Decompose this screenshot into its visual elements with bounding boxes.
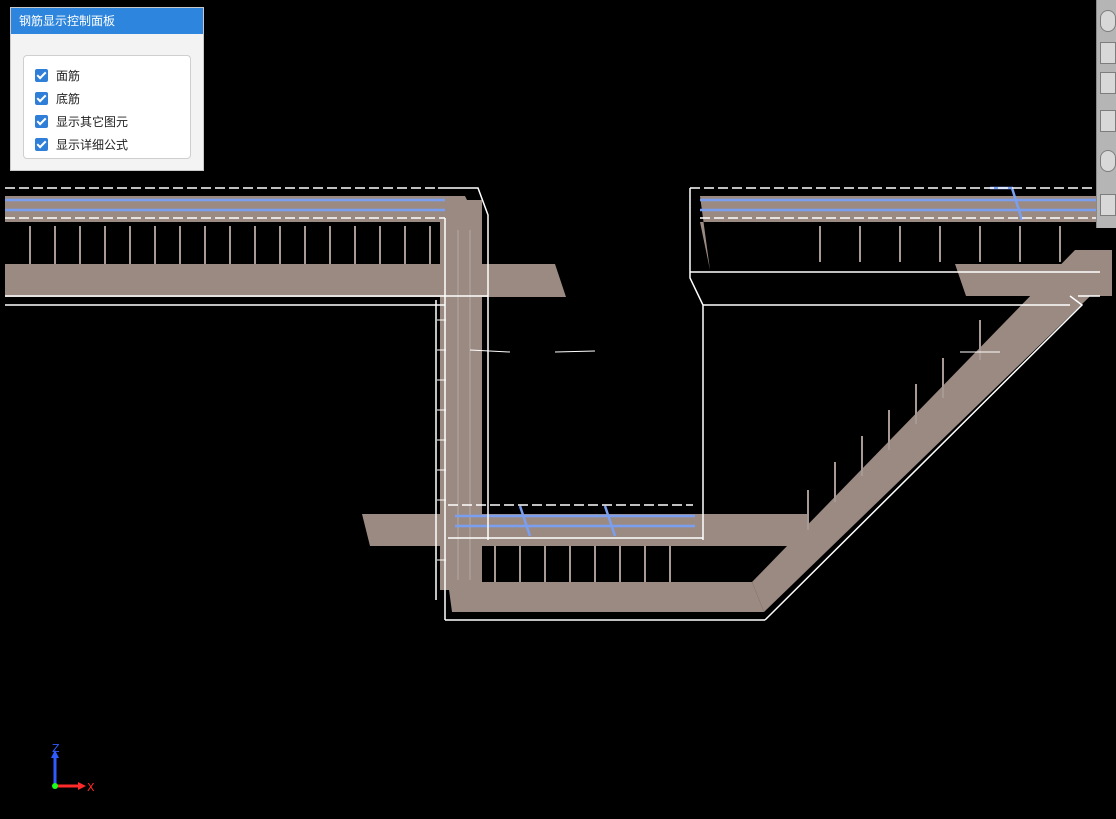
checkbox-checked-icon[interactable] [35,138,48,151]
option-show-other-elements[interactable]: 显示其它图元 [24,110,190,133]
option-bottom-rebar[interactable]: 底筋 [24,87,190,110]
option-label: 显示其它图元 [56,115,129,129]
stirrups [29,226,1061,582]
options-box: 面筋 底筋 显示其它图元 显示详细公式 [23,55,191,159]
z-axis-arrow-icon [51,750,59,758]
grid-icon[interactable] [1100,194,1116,216]
option-label: 面筋 [56,69,81,83]
box-icon[interactable] [1100,110,1116,132]
z-label: Z [52,742,60,755]
checkbox-checked-icon[interactable] [35,115,48,128]
axis-indicator: Z X [44,742,104,798]
cube-icon[interactable] [1100,72,1116,94]
checkbox-checked-icon[interactable] [35,69,48,82]
concrete-members [5,196,1112,612]
panel-title: 钢筋显示控制面板 [11,8,203,34]
rebar-display-panel: 钢筋显示控制面板 面筋 底筋 显示其它图元 显示详细公式 [10,7,204,171]
checkbox-checked-icon[interactable] [35,92,48,105]
origin-icon [52,783,58,789]
view-toolbar [1096,0,1116,228]
option-label: 底筋 [56,92,81,106]
x-label: X [87,781,95,794]
zoom-icon[interactable] [1100,10,1116,32]
rebars [5,186,1100,537]
option-top-rebar[interactable]: 面筋 [24,64,190,87]
option-show-detailed-formula[interactable]: 显示详细公式 [24,133,190,156]
view-icon[interactable] [1100,42,1116,64]
orbit-icon[interactable] [1100,150,1116,172]
x-axis-arrow-icon [78,782,86,790]
option-label: 显示详细公式 [56,138,129,152]
wall-ties [437,319,1000,561]
wireframe [5,187,1100,621]
